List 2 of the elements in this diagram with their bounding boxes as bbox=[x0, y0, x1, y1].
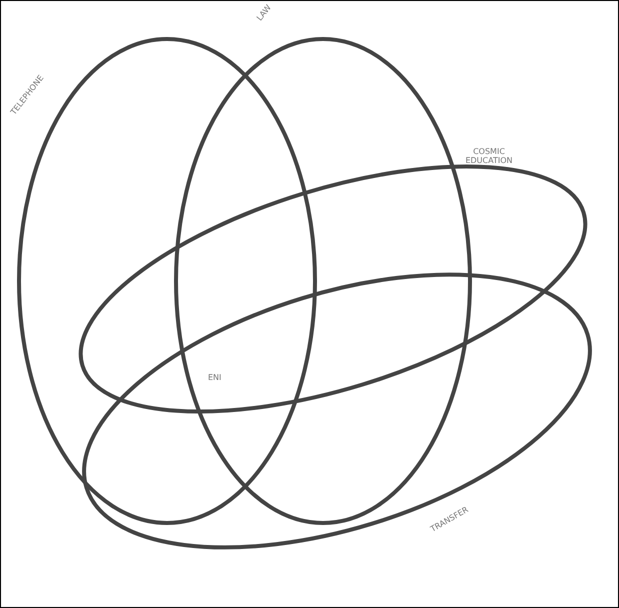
set-label: COSMIC EDUCATION bbox=[464, 147, 514, 165]
region-label: ENI bbox=[208, 373, 222, 382]
